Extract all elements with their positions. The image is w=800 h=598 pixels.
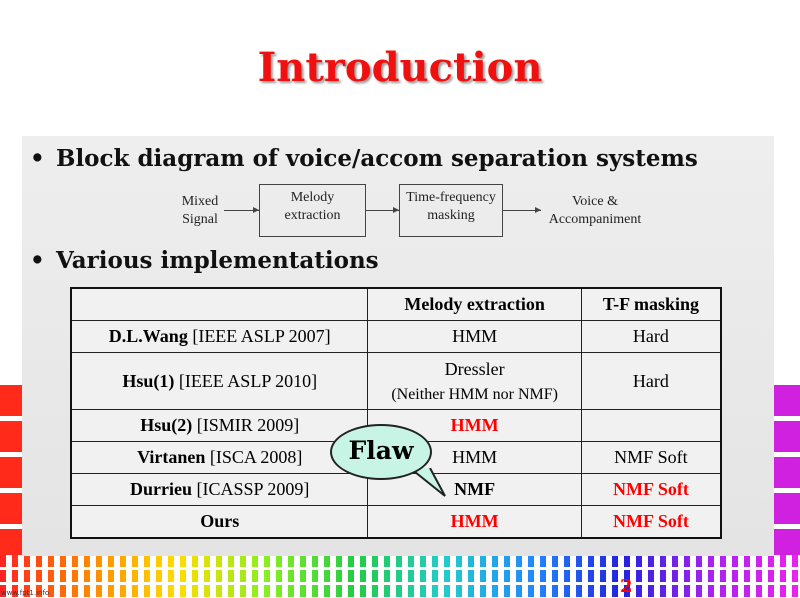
callout-tail-icon (410, 468, 446, 497)
flaw-callout: Flaw (330, 424, 432, 480)
arrow-icon (503, 207, 541, 213)
page-number: 2 (620, 576, 633, 597)
arrow-icon (366, 207, 399, 213)
watermark: www.fpt1.info (1, 589, 50, 597)
bullet-text: Block diagram of voice/accom separation … (56, 145, 698, 172)
bullet-text: Various implementations (56, 247, 379, 274)
decor-bars-bottom (0, 555, 800, 598)
arrow-icon (224, 207, 259, 213)
diagram-output: Voice &Accompaniment (548, 194, 642, 227)
table-row: Hsu(2) [ISMIR 2009]HMM (70, 409, 722, 442)
slide-title: Introduction (257, 44, 543, 91)
bullet-implementations: •Various implementations (30, 247, 379, 274)
bullet-block-diagram: •Block diagram of voice/accom separation… (30, 145, 698, 172)
table-row: Hsu(1) [IEEE ASLP 2010]Dressler(Neither … (70, 352, 722, 410)
